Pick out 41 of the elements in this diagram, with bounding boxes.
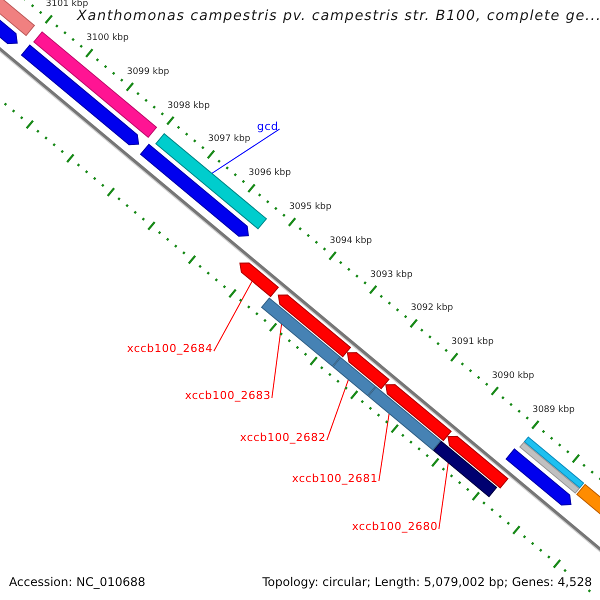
leader-line [213,280,253,352]
gene-feature [332,356,376,396]
map-title: Xanthomonas campestris pv. campestris str. B100, complete ge... [77,8,600,24]
scale-label: 3096 kbp [248,168,291,178]
scale-label: 3089 kbp [532,404,575,415]
gene-label: gcd [257,120,279,133]
gene-feature [368,386,442,451]
gene-feature [0,0,36,36]
gene-label: xccb100_2684 [127,342,213,355]
scale-label: 3099 kbp [126,66,170,77]
gene-feature [260,297,341,367]
gene-feature [433,440,498,498]
scale-label: 3090 kbp [492,370,534,381]
gene-label: xccb100_2682 [240,431,326,444]
gene-feature [519,442,580,494]
scale-label: 3100 kbp [86,33,129,44]
gene-feature [385,384,452,442]
gene-feature [524,436,584,488]
scale-label: 3094 kbp [330,236,372,246]
footer-text: Topology: circular; Length: 5,079,002 bp; Genes: 4,528 [262,575,592,589]
scale-label: 3098 kbp [167,100,210,111]
leader-line [271,323,282,399]
gene-feature [278,294,352,358]
leader-line [438,462,449,530]
scale-label: 3095 kbp [289,202,332,212]
gene-feature [239,262,279,298]
gene-label: xccb100_2683 [185,389,271,402]
leader-line [211,128,280,174]
footer-text: Accession: NC_010688 [9,575,146,589]
scale-label: 3091 kbp [451,337,494,348]
leader-line [326,379,349,441]
gene-label: xccb100_2680 [352,520,438,533]
leader-line [378,413,390,482]
scale-label: 3097 kbp [208,134,250,144]
scale-label: 3093 kbp [370,270,413,280]
scale-label: 3092 kbp [410,303,454,314]
gene-feature [140,144,249,237]
gene-label: xccb100_2681 [292,472,378,485]
gene-feature [505,448,572,506]
gene-feature [346,352,390,390]
gene-feature [447,436,509,489]
